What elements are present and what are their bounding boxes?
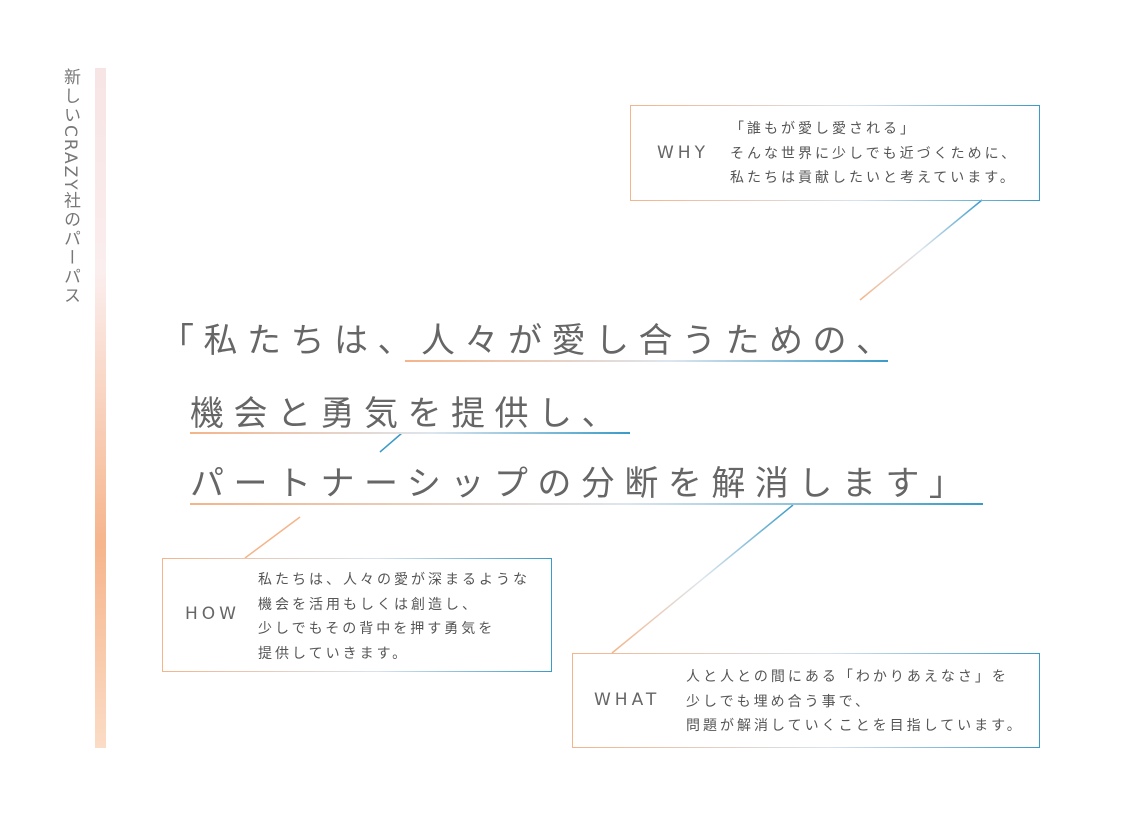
main-line-2: 機会と勇気を提供し、 bbox=[190, 394, 625, 434]
how-line: 機会を活用もしくは創造し、 bbox=[258, 596, 479, 613]
what-box bbox=[572, 653, 1040, 748]
main-underline-3 bbox=[190, 503, 983, 505]
main-line-1: 「私たちは、人々が愛し合うための、 bbox=[160, 321, 900, 361]
what-connector bbox=[611, 504, 794, 654]
what-line: 少しでも埋め合う事で、 bbox=[686, 693, 873, 710]
why-box bbox=[630, 105, 1040, 201]
what-label: WHAT bbox=[594, 690, 661, 710]
how-text: 私たちは、人々の愛が深まるような 機会を活用もしくは創造し、 少しでもその背中を… bbox=[258, 568, 530, 666]
main-line-3: パートナーシップの分断を解消します」 bbox=[190, 464, 973, 504]
main-underline-2 bbox=[190, 432, 630, 434]
main-underline-1 bbox=[405, 360, 888, 362]
what-text: 人と人との間にある「わかりあえなさ」を 少しでも埋め合う事で、 問題が解消してい… bbox=[686, 665, 1024, 739]
main-connector bbox=[379, 432, 403, 453]
how-line: 少しでもその背中を押す勇気を bbox=[258, 621, 496, 637]
why-line: そんな世界に少しでも近づくために、 bbox=[730, 145, 1019, 162]
how-connector bbox=[244, 516, 301, 559]
sidebar-gradient-bar bbox=[95, 68, 106, 748]
how-box bbox=[162, 558, 552, 672]
why-label: WHY bbox=[657, 143, 709, 163]
how-label: HOW bbox=[185, 604, 240, 624]
how-line: 私たちは、人々の愛が深まるような bbox=[258, 572, 530, 588]
what-line: 人と人との間にある「わかりあえなさ」を bbox=[686, 669, 1009, 685]
why-text: 「誰もが愛し愛される」 そんな世界に少しでも近づくために、 私たちは貢献したいと… bbox=[730, 117, 1018, 191]
why-line: 「誰もが愛し愛される」 bbox=[730, 121, 917, 137]
why-line: 私たちは貢献したいと考えています。 bbox=[730, 170, 1017, 186]
how-line: 提供していきます。 bbox=[258, 645, 410, 662]
why-connector bbox=[859, 199, 983, 301]
what-line: 問題が解消していくことを目指しています。 bbox=[686, 718, 1024, 734]
sidebar-title: 新しいCRAZY社のパーパス bbox=[60, 68, 80, 306]
